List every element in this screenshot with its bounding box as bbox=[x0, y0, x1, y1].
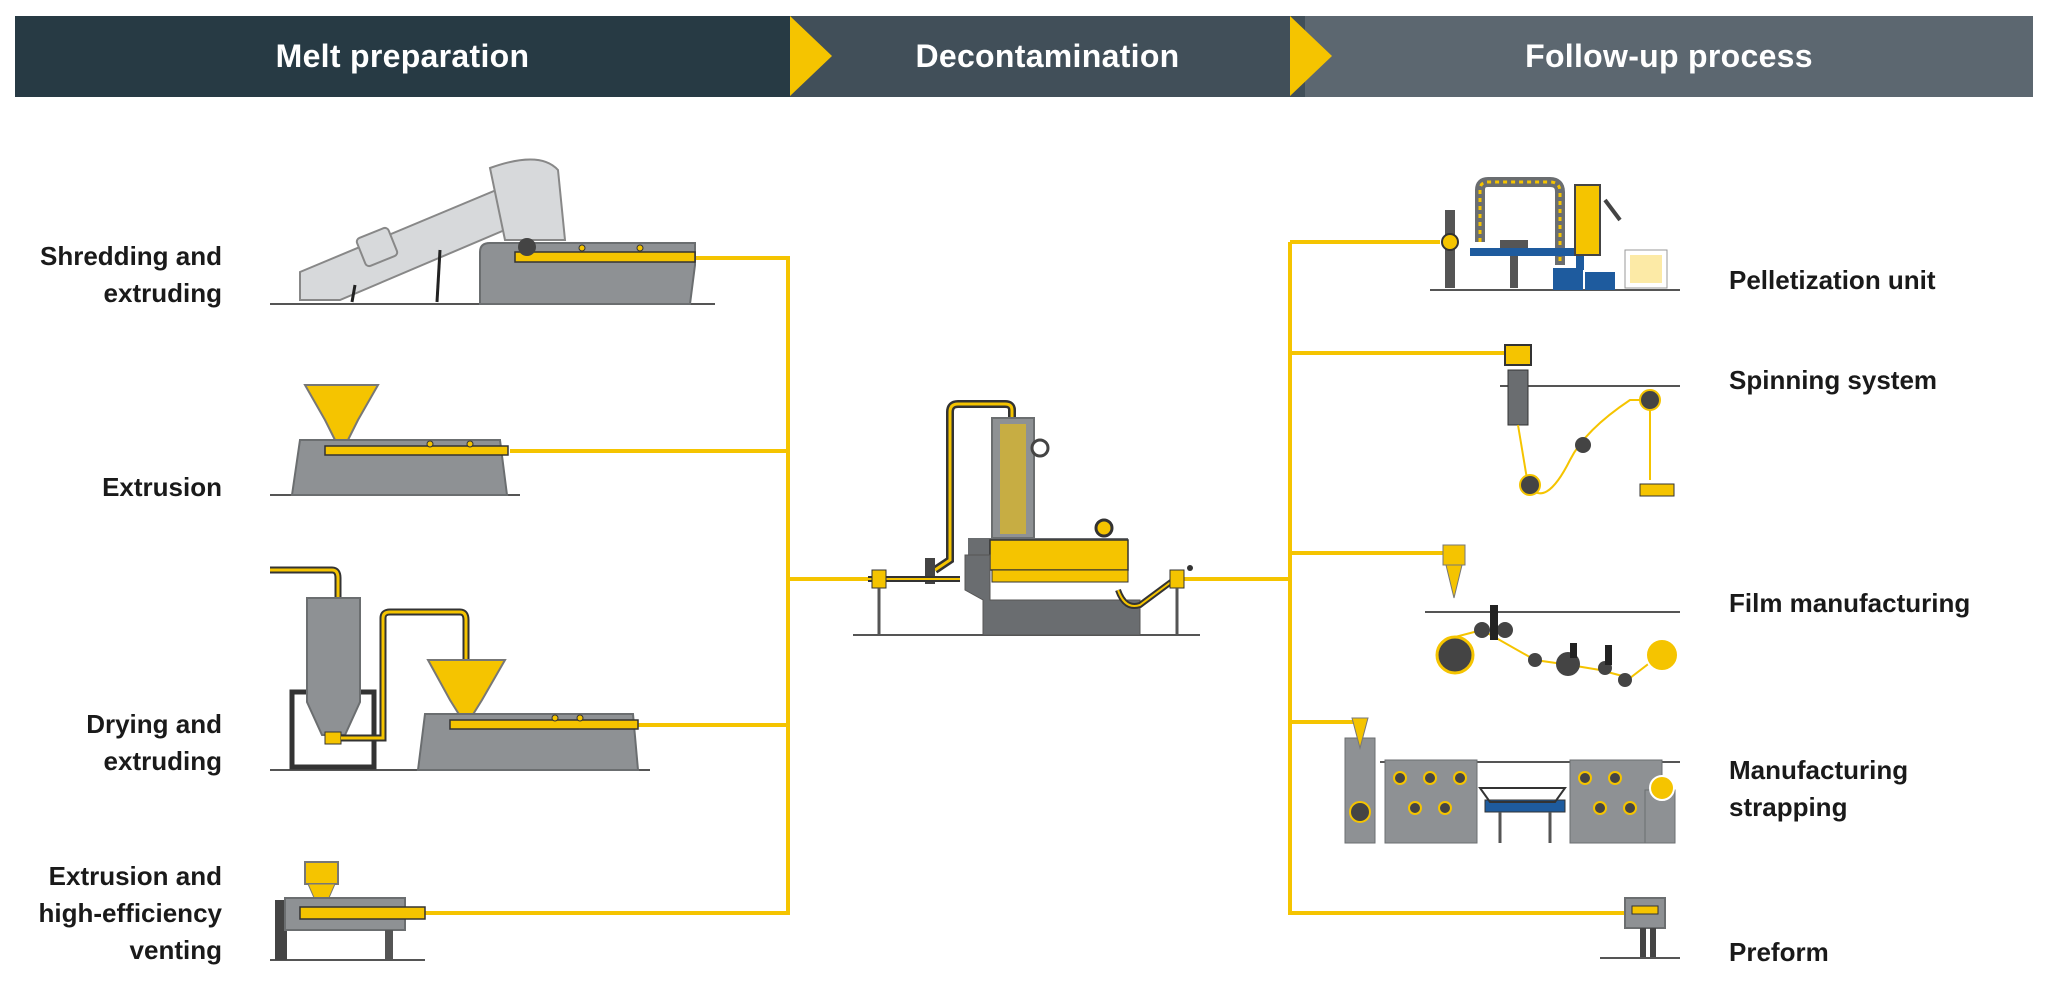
stage-label: Melt preparation bbox=[275, 38, 530, 74]
process-header: Melt preparation Decontamination Follow-… bbox=[15, 16, 2033, 97]
stage-label: Follow-up process bbox=[1525, 38, 1813, 74]
label-line: venting bbox=[129, 935, 222, 965]
output-label-spinning: Spinning system bbox=[1729, 362, 2029, 399]
label-line: high-efficiency bbox=[38, 898, 222, 928]
stage-melt-preparation: Melt preparation bbox=[15, 16, 790, 97]
label-line: Pelletization unit bbox=[1729, 265, 1936, 295]
output-label-preform: Preform bbox=[1729, 934, 2029, 971]
output-label-strapping: Manufacturing strapping bbox=[1729, 752, 2029, 826]
stage-label: Decontamination bbox=[915, 38, 1180, 74]
strapping-line bbox=[1344, 717, 1680, 844]
stage-follow-up: Follow-up process bbox=[1305, 16, 2033, 97]
extrusion-machine bbox=[270, 384, 520, 496]
film-manufacturing bbox=[1425, 544, 1680, 687]
input-label-extrusion: Extrusion bbox=[12, 469, 222, 506]
label-line: Manufacturing bbox=[1729, 755, 1909, 785]
label-line: extruding bbox=[103, 278, 222, 308]
label-line: Shredding and bbox=[40, 241, 222, 271]
label-line: strapping bbox=[1729, 792, 1848, 822]
venting-extruder-machine bbox=[270, 861, 426, 961]
chevron-arrow-icon bbox=[1290, 16, 1332, 96]
label-line: Drying and bbox=[86, 709, 222, 739]
output-label-film: Film manufacturing bbox=[1729, 585, 2029, 622]
pelletization-unit bbox=[1430, 177, 1680, 291]
stage-decontamination: Decontamination bbox=[790, 16, 1305, 97]
label-line: Extrusion and bbox=[48, 861, 222, 891]
label-line: Film manufacturing bbox=[1729, 588, 1971, 618]
dryer-extruder-machine bbox=[270, 566, 650, 771]
label-line: extruding bbox=[103, 746, 222, 776]
connector-lines bbox=[420, 240, 1640, 915]
input-label-shredding: Shredding and extruding bbox=[12, 238, 222, 312]
output-label-pelletization: Pelletization unit bbox=[1729, 262, 2029, 299]
label-line: Extrusion bbox=[102, 472, 222, 502]
label-line: Preform bbox=[1729, 937, 1829, 967]
decontamination-reactor bbox=[853, 400, 1200, 636]
preform-machine bbox=[1600, 897, 1680, 959]
input-label-drying: Drying and extruding bbox=[12, 706, 222, 780]
connector-left-trunk bbox=[420, 256, 790, 915]
shredder-extruder-machine bbox=[270, 158, 715, 305]
spinning-system bbox=[1500, 344, 1680, 497]
label-line: Spinning system bbox=[1729, 365, 1938, 395]
chevron-arrow-icon bbox=[790, 16, 832, 96]
input-label-venting: Extrusion and high-efficiency venting bbox=[12, 858, 222, 969]
connector-right-trunk bbox=[1288, 242, 1640, 915]
